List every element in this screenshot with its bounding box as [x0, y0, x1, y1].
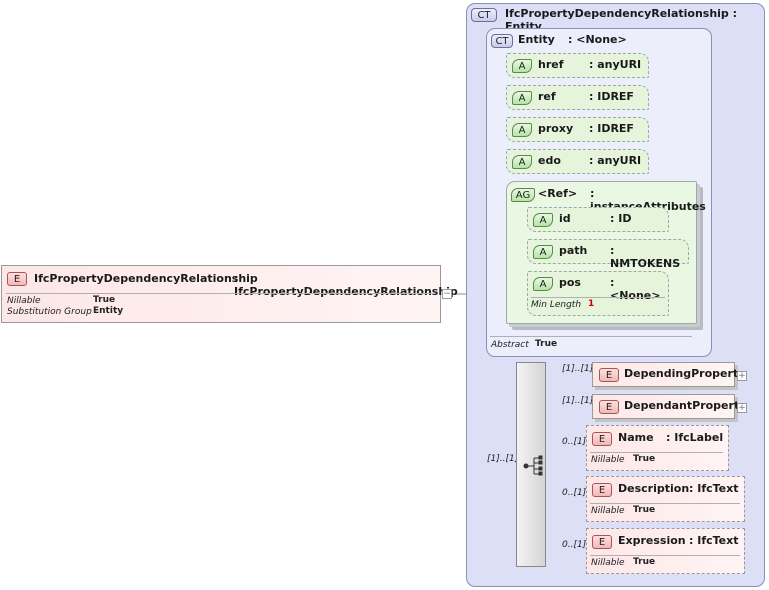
attribute-type: : <None> — [610, 276, 661, 302]
substitution-group-label: Substitution Group — [7, 307, 92, 317]
attribute-name: proxy — [538, 122, 574, 135]
nillable-label: Nillable — [591, 506, 625, 516]
root-element-type: : IfcPropertyDependencyRelationship — [234, 272, 458, 298]
attribute-name: href — [538, 58, 564, 71]
attribute-type: : anyURI — [589, 154, 642, 167]
element-badge: E — [592, 432, 612, 446]
divider — [490, 336, 692, 337]
entity-type-name: Entity — [518, 33, 555, 46]
element-type: : IfcText — [689, 482, 739, 495]
attribute-type: : IDREF — [589, 90, 634, 103]
element-type: : IfcText — [689, 534, 739, 547]
element-depending-property[interactable]: E DependingProperty — [592, 362, 745, 387]
element-cardinality: [1]..[1] — [562, 364, 594, 374]
attribute-name: id — [559, 212, 571, 225]
nillable-value: True — [633, 505, 656, 515]
plus-icon[interactable]: + — [737, 403, 747, 413]
divider — [590, 452, 723, 453]
element-cardinality: [1]..[1] — [562, 396, 594, 406]
attribute-badge: A — [533, 213, 553, 227]
attribute-ref[interactable]: A ref : IDREF — [506, 85, 649, 110]
element-name: DependantProperty — [624, 399, 747, 412]
element-badge: E — [599, 400, 619, 414]
attribute-proxy[interactable]: A proxy : IDREF — [506, 117, 649, 142]
attribute-group-name: <Ref> — [538, 187, 578, 200]
nillable-label: Nillable — [591, 558, 625, 568]
element-cardinality: 0..[1] — [562, 437, 587, 447]
root-element-name: IfcPropertyDependencyRelationship — [34, 272, 258, 285]
element-dependant-property[interactable]: E DependantProperty — [592, 394, 746, 419]
attribute-badge: A — [533, 245, 553, 259]
element-badge: E — [592, 483, 612, 497]
attribute-type: : IDREF — [589, 122, 634, 135]
divider — [590, 555, 740, 556]
complex-type-badge: CT — [471, 8, 497, 22]
attribute-type: : anyURI — [589, 58, 642, 71]
attribute-edo[interactable]: A edo : anyURI — [506, 149, 649, 174]
element-badge: E — [599, 368, 619, 382]
element-name-box[interactable]: E Name : IfcLabel Nillable True — [586, 425, 729, 471]
min-length-label: Min Length — [531, 300, 582, 310]
attribute-badge: A — [533, 277, 553, 291]
attribute-badge: A — [512, 91, 532, 105]
entity-type-badge: CT — [491, 34, 513, 48]
attribute-href[interactable]: A href : anyURI — [506, 53, 649, 78]
element-expression-box[interactable]: E Expression : IfcText Nillable True — [586, 528, 745, 574]
divider — [6, 293, 434, 294]
plus-icon[interactable]: + — [737, 371, 747, 381]
attribute-type: : NMTOKENS — [610, 244, 681, 270]
attribute-badge: A — [512, 59, 532, 73]
attribute-type: : ID — [610, 212, 632, 225]
element-description-box[interactable]: E Description : IfcText Nillable True — [586, 476, 745, 522]
attribute-group-badge: AG — [511, 188, 535, 202]
sequence-cardinality: [1]..[1] — [487, 454, 519, 464]
divider — [590, 503, 740, 504]
sequence-icon — [523, 455, 543, 476]
element-cardinality: 0..[1] — [562, 488, 587, 498]
abstract-label: Abstract — [491, 340, 529, 350]
attribute-name: ref — [538, 90, 556, 103]
root-element-box[interactable]: E IfcPropertyDependencyRelationship : If… — [1, 265, 458, 323]
nillable-value: True — [93, 295, 116, 305]
element-badge: E — [7, 272, 27, 286]
nillable-value: True — [633, 557, 656, 567]
attribute-id[interactable]: A id : ID — [527, 207, 669, 232]
element-type: : IfcLabel — [666, 431, 724, 444]
nillable-label: Nillable — [7, 296, 41, 306]
element-cardinality: 0..[1] — [562, 540, 587, 550]
attribute-name: edo — [538, 154, 561, 167]
nillable-label: Nillable — [591, 455, 625, 465]
element-name: Description — [618, 482, 690, 495]
element-badge: E — [592, 535, 612, 549]
attribute-path[interactable]: A path : NMTOKENS — [527, 239, 689, 270]
substitution-group-value: Entity — [93, 306, 124, 316]
attribute-badge: A — [512, 123, 532, 137]
minus-icon[interactable]: − — [442, 289, 452, 299]
attribute-badge: A — [512, 155, 532, 169]
attribute-name: path — [559, 244, 588, 257]
nillable-value: True — [633, 454, 656, 464]
divider — [531, 297, 665, 298]
element-name: Expression — [618, 534, 686, 547]
sequence-compositor[interactable] — [516, 362, 546, 567]
element-name: Name — [618, 431, 654, 444]
attribute-name: pos — [559, 276, 581, 289]
abstract-value: True — [535, 339, 558, 349]
attribute-pos[interactable]: A pos : <None> Min Length 1 — [527, 271, 669, 316]
min-length-value: 1 — [588, 299, 595, 309]
element-name: DependingProperty — [624, 367, 746, 380]
entity-type-type: : <None> — [568, 33, 627, 46]
